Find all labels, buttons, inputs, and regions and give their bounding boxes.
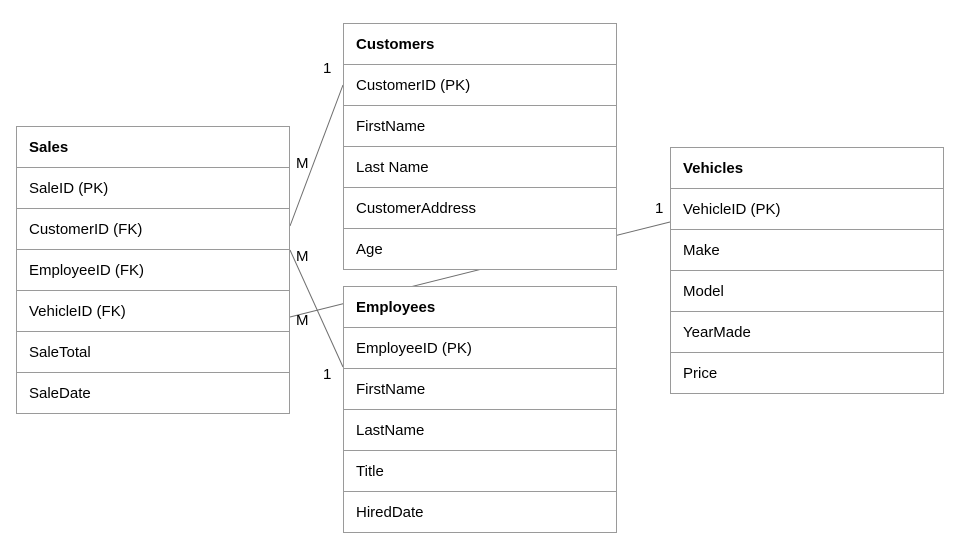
entity-attribute-row: EmployeeID (FK) <box>17 250 289 291</box>
cardinality-label-sales-vehicles-to: 1 <box>655 200 664 217</box>
entity-attribute-row: EmployeeID (PK) <box>344 328 616 369</box>
entity-attribute-row: Age <box>344 229 616 270</box>
entity-attribute-row: SaleTotal <box>17 332 289 373</box>
entity-attribute-row: Title <box>344 451 616 492</box>
entity-attribute-row: LastName <box>344 410 616 451</box>
cardinality-label-sales-vehicles-from: M <box>296 312 309 329</box>
cardinality-label-sales-customers-to: 1 <box>323 60 332 77</box>
entity-attribute-row: Make <box>671 230 943 271</box>
cardinality-label-sales-customers-from: M <box>296 155 309 172</box>
entity-title-employees: Employees <box>344 287 616 328</box>
entity-attribute-row: VehicleID (FK) <box>17 291 289 332</box>
cardinality-label-sales-employees-to: 1 <box>323 366 332 383</box>
entity-attribute-row: YearMade <box>671 312 943 353</box>
entity-attribute-row: SaleDate <box>17 373 289 414</box>
entity-attribute-row: Price <box>671 353 943 394</box>
entity-title-customers: Customers <box>344 24 616 65</box>
entity-attribute-row: CustomerID (PK) <box>344 65 616 106</box>
entity-attribute-row: Model <box>671 271 943 312</box>
entity-title-sales: Sales <box>17 127 289 168</box>
entity-attribute-row: CustomerAddress <box>344 188 616 229</box>
entity-attribute-row: VehicleID (PK) <box>671 189 943 230</box>
entity-attribute-row: FirstName <box>344 369 616 410</box>
cardinality-label-sales-employees-from: M <box>296 248 309 265</box>
entity-attribute-row: Last Name <box>344 147 616 188</box>
entity-attribute-row: HiredDate <box>344 492 616 533</box>
entity-attribute-row: SaleID (PK) <box>17 168 289 209</box>
entity-title-vehicles: Vehicles <box>671 148 943 189</box>
relationship-line-sales-employees <box>289 249 344 368</box>
entity-attribute-row: CustomerID (FK) <box>17 209 289 250</box>
entity-attribute-row: FirstName <box>344 106 616 147</box>
